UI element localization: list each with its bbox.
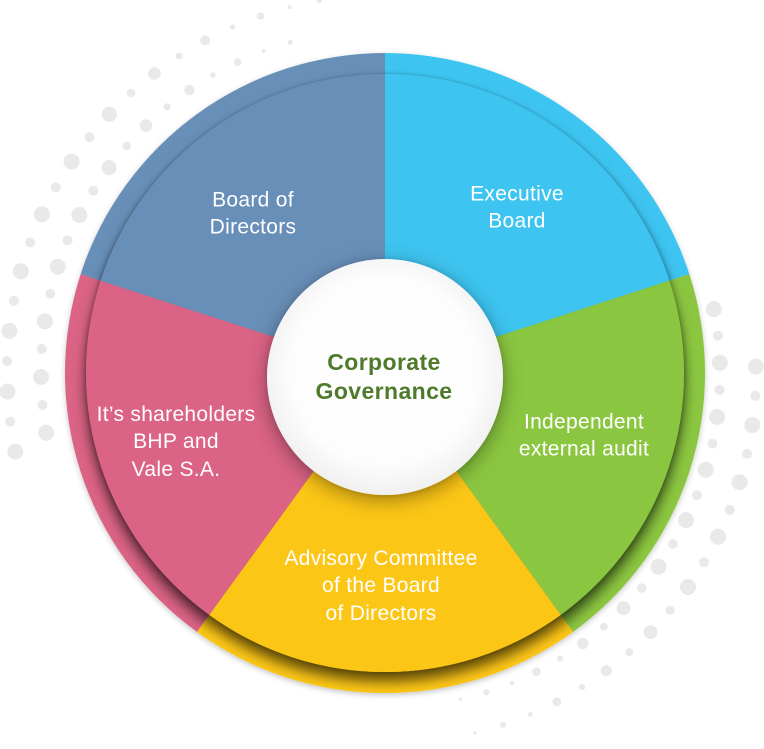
decor-dot: [473, 731, 477, 735]
decor-dot: [84, 132, 95, 143]
decor-dot: [210, 72, 216, 78]
decor-dot: [707, 438, 718, 449]
decor-dot: [742, 448, 753, 459]
decor-dot: [50, 182, 61, 193]
decor-dot: [49, 258, 66, 275]
decor-dot: [712, 330, 723, 341]
decor-dot: [287, 39, 293, 45]
decor-dot: [36, 313, 53, 330]
decor-dot: [625, 648, 634, 657]
decor-dot: [711, 354, 728, 371]
decor-dot: [577, 637, 589, 650]
decor-dot: [33, 369, 49, 385]
decor-dot: [139, 119, 153, 132]
decor-dot: [101, 106, 117, 122]
decor-dot: [148, 67, 161, 80]
decor-dot: [316, 0, 322, 4]
decor-dot: [256, 12, 265, 20]
decor-dot: [25, 237, 36, 248]
decor-dot: [710, 528, 726, 545]
decor-dot: [616, 601, 631, 616]
decor-dot: [731, 474, 748, 491]
decor-dot: [705, 301, 722, 318]
decor-dot: [499, 721, 506, 728]
decor-dot: [678, 512, 694, 529]
decor-dot: [650, 558, 667, 575]
decor-dot: [234, 58, 242, 66]
decor-dot: [665, 605, 675, 615]
decor-dot: [2, 356, 13, 367]
decor-dot: [36, 344, 47, 354]
decor-dot: [483, 689, 490, 696]
decor-dot: [45, 288, 56, 299]
decor-dot: [0, 383, 16, 400]
decor-dot: [126, 88, 136, 98]
decor-dot: [724, 504, 735, 515]
decor-dot: [8, 295, 19, 306]
decor-dot: [163, 103, 171, 111]
decor-dot: [744, 417, 761, 433]
decor-dot: [101, 160, 117, 176]
decor-dot: [509, 680, 515, 686]
decor-dot: [528, 712, 533, 717]
decor-dot: [229, 24, 236, 30]
decor-dot: [7, 443, 24, 460]
decor-dot: [579, 684, 586, 691]
decor-dot: [747, 358, 764, 375]
decor-dot: [637, 583, 647, 593]
decor-dot: [122, 141, 131, 151]
decor-dot: [643, 625, 658, 639]
decor-dot: [697, 461, 714, 478]
decor-dot: [175, 52, 183, 60]
decor-dot: [680, 579, 696, 595]
decor-dot: [557, 655, 564, 662]
decor-dot: [88, 185, 99, 196]
decor-dot: [714, 384, 725, 395]
decor-dot: [37, 400, 48, 410]
decor-dot: [184, 85, 195, 96]
decor-dot: [1, 322, 18, 339]
decor-dot: [458, 697, 462, 702]
decor-dot: [71, 207, 88, 223]
decor-dot: [532, 667, 541, 677]
decor-dot: [691, 490, 702, 501]
slice-advisory-committee: [209, 373, 561, 673]
decor-dot: [200, 35, 211, 46]
decor-dot: [38, 424, 55, 441]
decor-dot: [599, 622, 608, 631]
decor-dot: [261, 49, 266, 53]
decor-dot: [12, 263, 29, 280]
decor-dot: [668, 539, 679, 549]
decor-dot: [63, 153, 80, 170]
decor-dot: [709, 408, 726, 425]
decor-dot: [699, 557, 709, 568]
decor-dot: [33, 206, 50, 223]
decor-dot: [62, 235, 73, 246]
decor-dot: [552, 697, 562, 707]
decor-dot: [287, 5, 292, 10]
center-circle: [267, 259, 503, 495]
decor-dot: [5, 416, 16, 427]
decor-dot: [600, 665, 613, 677]
decor-dot: [750, 390, 761, 401]
